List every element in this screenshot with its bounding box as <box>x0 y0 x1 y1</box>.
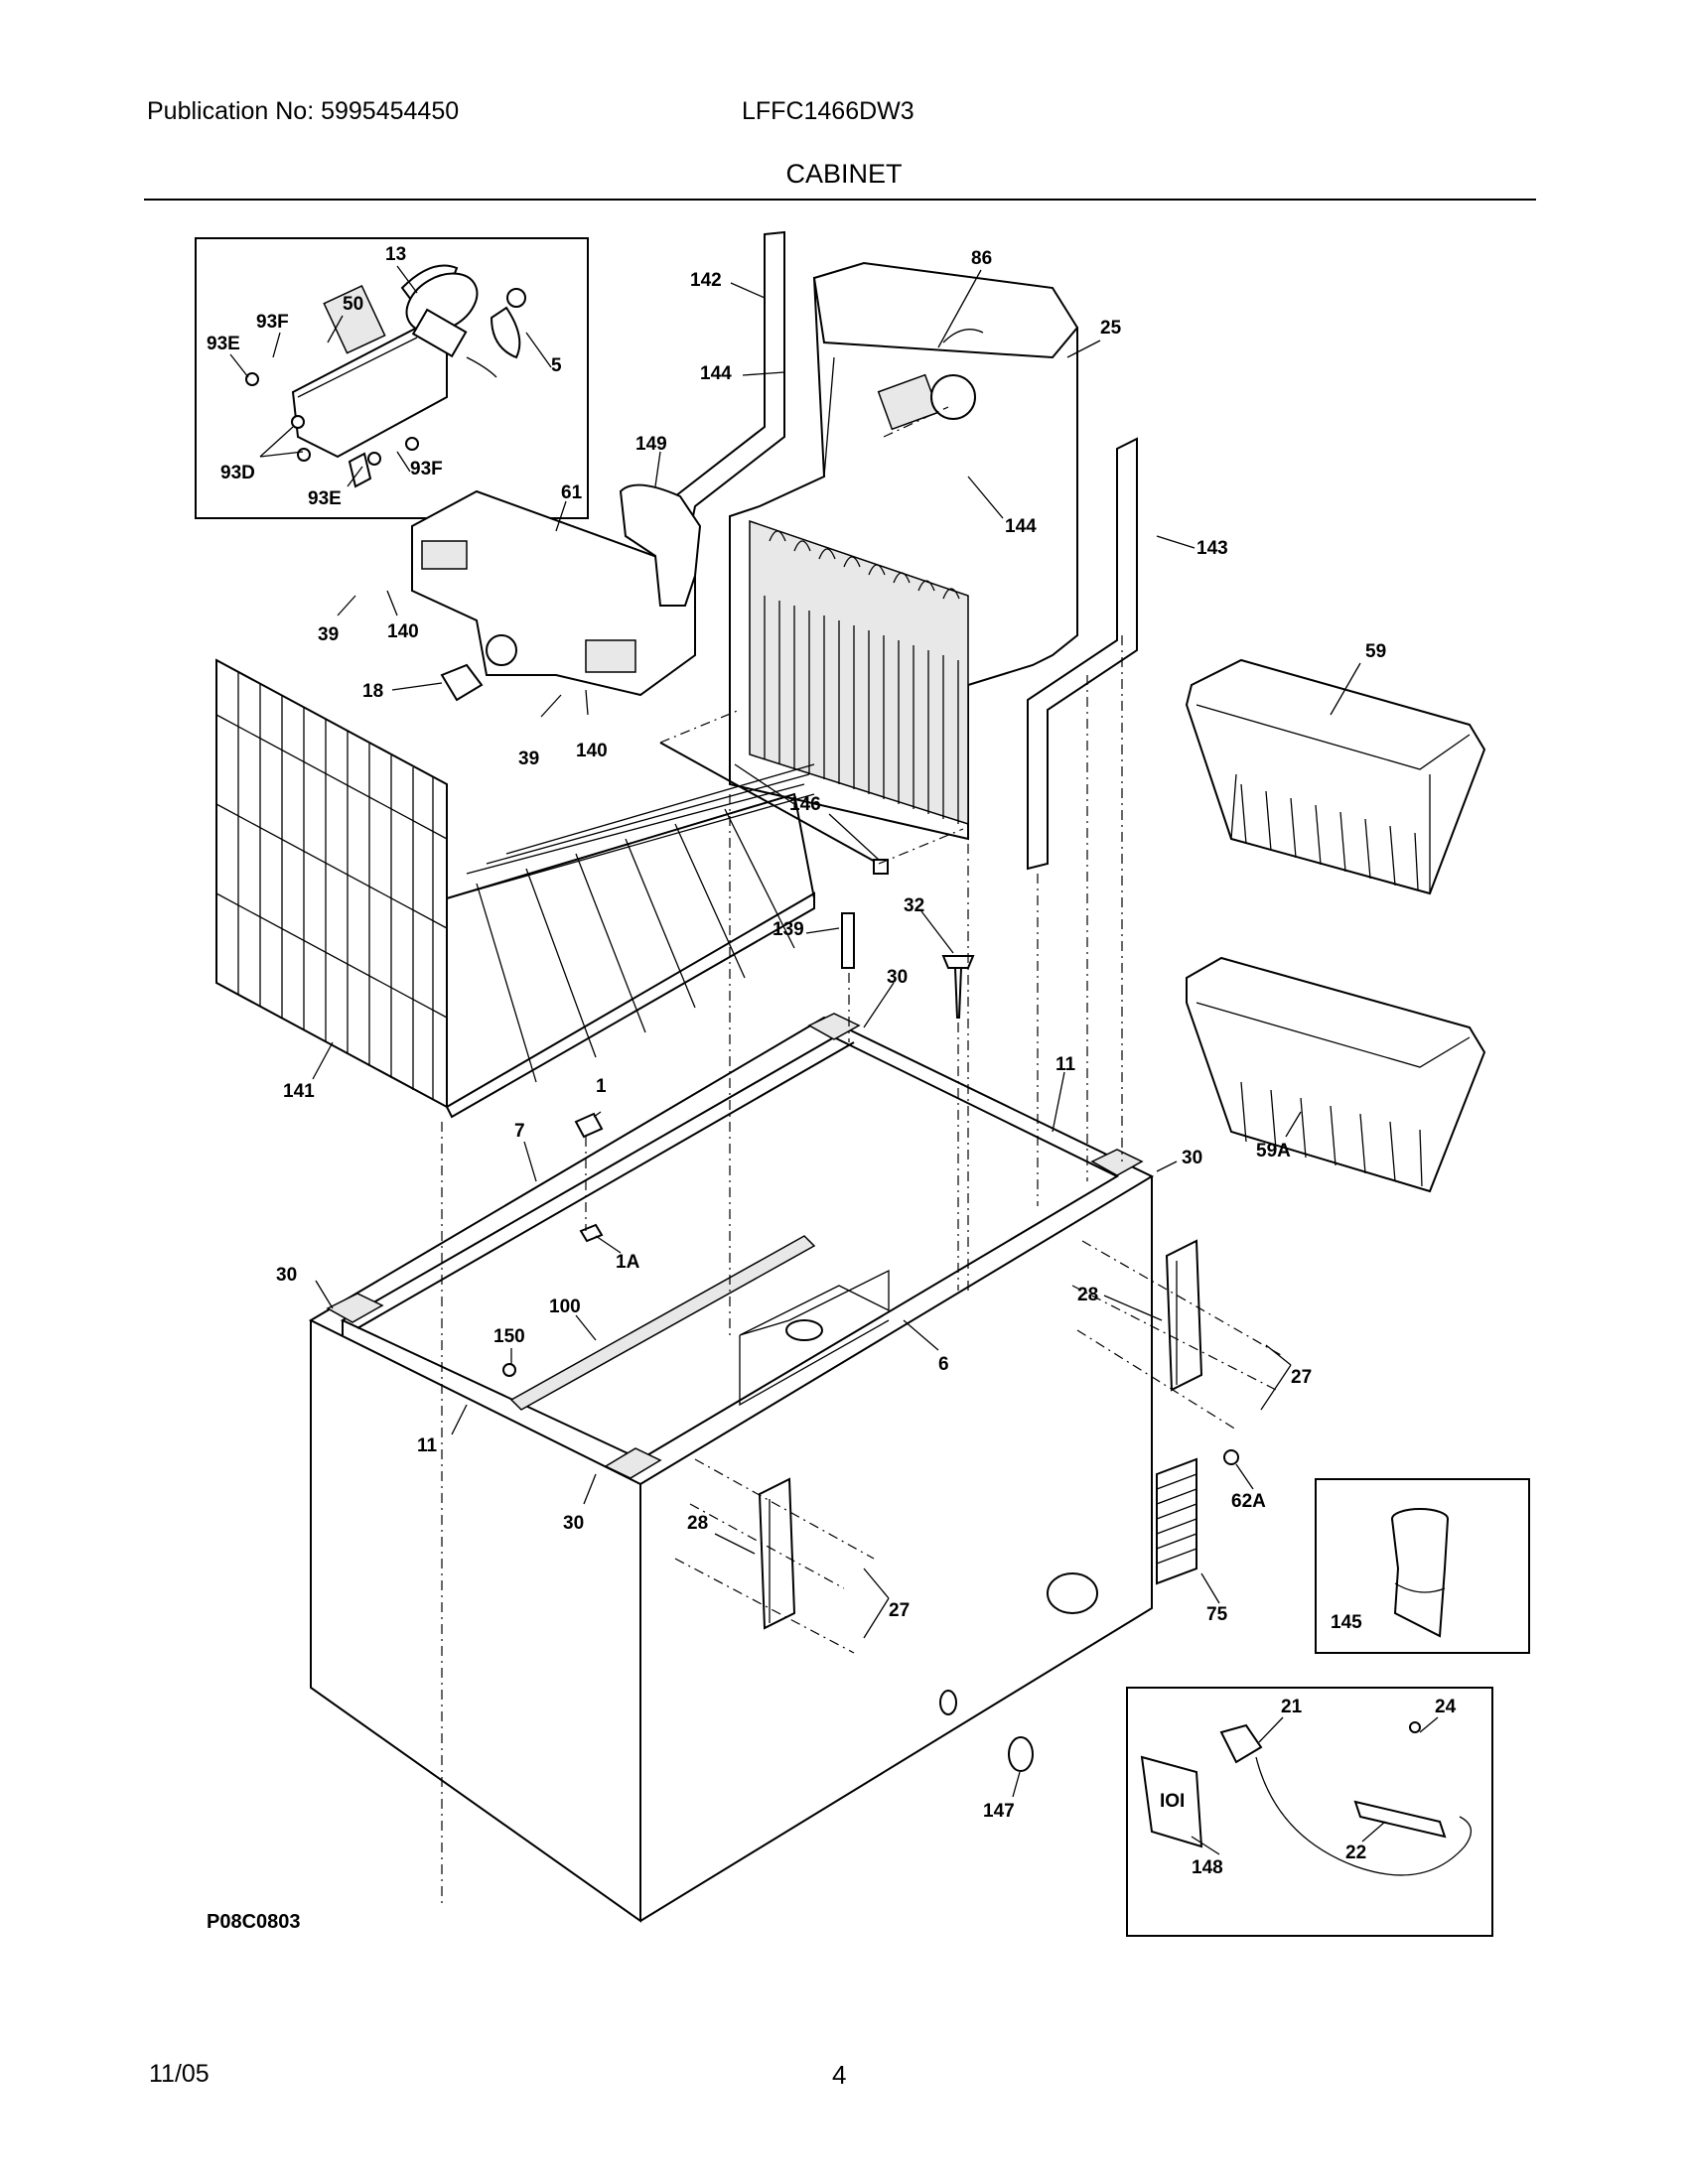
callout-62a: 62A <box>1231 1491 1266 1512</box>
vent-grille <box>1156 1457 1197 1585</box>
footer-date: 11/05 <box>149 2060 210 2088</box>
callout-86: 86 <box>971 248 992 269</box>
drain-tube <box>619 483 702 607</box>
callout-21: 21 <box>1281 1697 1303 1717</box>
callout-labels: 13 93F 50 93E 5 93D 93F 93E 142 86 25 14… <box>207 244 1457 1878</box>
callout-leaders <box>229 265 1439 1855</box>
callout-75: 75 <box>1206 1604 1228 1625</box>
callout-1: 1 <box>596 1076 607 1097</box>
callout-32: 32 <box>904 895 924 916</box>
part-147-plug <box>1008 1736 1034 1772</box>
evaporator-coils <box>764 530 960 824</box>
callout-140: 140 <box>387 621 419 642</box>
callout-143: 143 <box>1196 538 1228 559</box>
page-number: 4 <box>832 2060 847 2090</box>
callout-11-right: 11 <box>1055 1054 1076 1075</box>
callout-28-upper: 28 <box>1077 1285 1098 1305</box>
svg-text:IOI: IOI <box>1160 1791 1185 1812</box>
callout-30-top: 30 <box>887 967 908 988</box>
callout-100: 100 <box>549 1297 581 1317</box>
callout-147: 147 <box>983 1801 1015 1822</box>
callout-59a: 59A <box>1256 1141 1291 1161</box>
callout-93e-lower: 93E <box>308 488 342 509</box>
part-1-handle <box>574 1112 604 1139</box>
basket-59 <box>1185 658 1486 895</box>
callout-22: 22 <box>1345 1843 1366 1863</box>
fan-duct <box>411 489 696 697</box>
model-number: LFFC1466DW3 <box>742 97 914 125</box>
callout-5: 5 <box>551 355 562 376</box>
callout-142: 142 <box>690 270 722 291</box>
callout-139: 139 <box>773 919 804 940</box>
callout-13: 13 <box>385 244 406 265</box>
callout-145: 145 <box>1331 1612 1362 1633</box>
right-side-channel <box>1027 437 1138 871</box>
alignment-lines <box>441 406 1282 1906</box>
page-title: CABINET <box>785 159 903 189</box>
callout-28-lower: 28 <box>687 1513 708 1534</box>
callout-149: 149 <box>635 434 667 455</box>
callout-148: 148 <box>1192 1857 1223 1878</box>
callout-146: 146 <box>789 794 821 815</box>
callout-6: 6 <box>938 1354 949 1375</box>
callout-93f: 93F <box>256 312 289 333</box>
callout-18: 18 <box>362 681 383 702</box>
callout-27-lower: 27 <box>889 1600 910 1621</box>
inset-control-switch: IOI <box>1126 1687 1493 1937</box>
part-32-drain-plug <box>941 955 975 1019</box>
callout-150: 150 <box>493 1326 525 1347</box>
callout-141: 141 <box>283 1081 315 1102</box>
callout-93f-lower: 93F <box>410 459 443 479</box>
inset-145 <box>1315 1478 1530 1654</box>
callout-144-lower: 144 <box>1005 516 1037 537</box>
callout-59: 59 <box>1365 641 1386 662</box>
basket-59a <box>1186 956 1486 1193</box>
fan-motor-inset <box>195 237 589 519</box>
callout-93e: 93E <box>207 334 240 354</box>
callout-144: 144 <box>700 363 732 384</box>
callout-1a: 1A <box>616 1252 640 1273</box>
callout-25: 25 <box>1100 318 1122 339</box>
header-divider <box>144 199 1536 201</box>
wire-basket-rack <box>215 658 815 1119</box>
part-139-post <box>841 912 855 969</box>
callout-140-lower: 140 <box>576 741 608 761</box>
part-62a <box>1223 1449 1239 1465</box>
rod-clip <box>873 859 889 875</box>
callout-11-left: 11 <box>417 1435 438 1456</box>
shelf-rod <box>659 742 880 865</box>
callout-50: 50 <box>343 294 363 315</box>
part-18-connector <box>440 663 484 702</box>
publication-number: Publication No: 5995454450 <box>147 97 460 125</box>
callout-30-right: 30 <box>1182 1148 1202 1168</box>
hinge-lower <box>758 1477 796 1630</box>
callout-93d: 93D <box>220 463 255 483</box>
callout-27-upper: 27 <box>1291 1367 1312 1388</box>
hinge-upper <box>1165 1239 1203 1392</box>
callout-30-left: 30 <box>276 1265 297 1286</box>
diagram-code: P08C0803 <box>207 1911 301 1933</box>
callout-39: 39 <box>318 624 339 645</box>
callout-61: 61 <box>561 482 583 503</box>
callout-24: 24 <box>1435 1697 1457 1717</box>
callout-30-bottom: 30 <box>563 1513 584 1534</box>
freezer-cabinet <box>308 1013 1155 1923</box>
callout-7: 7 <box>514 1121 525 1142</box>
callout-39-lower: 39 <box>518 749 539 769</box>
evaporator-back-wall <box>729 261 1079 841</box>
